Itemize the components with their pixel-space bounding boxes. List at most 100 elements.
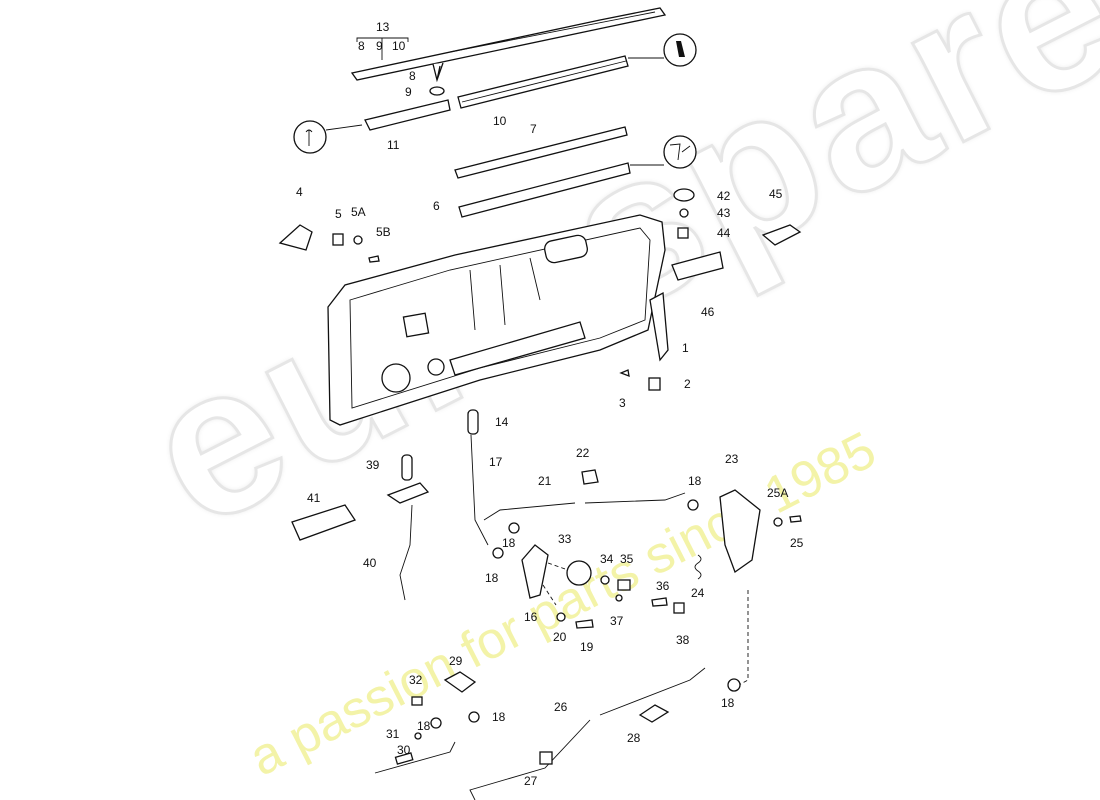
strip-11: [364, 99, 451, 131]
grease-icon: [663, 135, 697, 169]
label-10: 10: [493, 114, 507, 128]
label-46: 46: [701, 305, 715, 319]
window-strip-10: [457, 55, 629, 109]
label-8: 8: [358, 39, 365, 53]
label-33: 33: [558, 532, 572, 546]
label-18: 18: [417, 719, 431, 733]
lever-16: [521, 544, 549, 599]
cable-26: [469, 667, 706, 800]
washer-5a: [353, 235, 363, 245]
screw-3: [619, 369, 630, 378]
label-9: 9: [376, 39, 383, 53]
label-25a: 25A: [767, 486, 788, 500]
label-34: 34: [600, 552, 614, 566]
grommet-9: [429, 86, 445, 96]
label-11: 11: [387, 138, 400, 152]
label-7: 7: [530, 122, 537, 136]
label-9: 9: [405, 85, 412, 99]
label-24: 24: [691, 586, 705, 600]
label-20: 20: [553, 630, 567, 644]
spring-24: [694, 554, 702, 580]
label-21: 21: [538, 474, 552, 488]
label-39: 39: [366, 458, 380, 472]
label-22: 22: [576, 446, 590, 460]
label-37: 37: [610, 614, 624, 628]
nut-2: [648, 377, 661, 391]
bracket-29: [443, 671, 477, 693]
bushing-18: [468, 711, 480, 723]
label-36: 36: [656, 579, 670, 593]
label-35: 35: [620, 552, 634, 566]
label-4: 4: [296, 185, 303, 199]
part-labels: 13 8 9 10 8 9 10 11 7 6 4 5 5A 5B 42 43 …: [296, 20, 804, 788]
label-40: 40: [363, 556, 377, 570]
label-25: 25: [790, 536, 804, 550]
strip-7: [454, 126, 628, 179]
label-13: 13: [376, 20, 390, 34]
rod-40: [399, 504, 413, 601]
pin-43: [679, 208, 689, 218]
label-16: 16: [524, 610, 538, 624]
label-38: 38: [676, 633, 690, 647]
bracket-46: [671, 251, 724, 281]
screw-19: [575, 619, 594, 629]
label-30: 30: [397, 743, 411, 757]
glue-bottle-icon: [663, 33, 697, 67]
label-18: 18: [502, 536, 516, 550]
screw-31: [414, 732, 422, 740]
label-5a: 5A: [351, 205, 366, 219]
knob-39: [401, 454, 413, 481]
washer-34: [600, 575, 610, 585]
pulley-33: [566, 560, 592, 586]
bushing-18: [508, 522, 520, 534]
washer-25a: [773, 517, 783, 527]
label-27: 27: [524, 774, 538, 788]
clip-32: [411, 696, 423, 706]
label-32: 32: [409, 673, 423, 687]
bushing-18: [687, 499, 699, 511]
clip-27: [539, 751, 553, 765]
label-18: 18: [688, 474, 702, 488]
knob-14: [467, 409, 479, 435]
label-41: 41: [307, 491, 321, 505]
label-6: 6: [433, 199, 440, 213]
label-3: 3: [619, 396, 626, 410]
lock-23: [719, 489, 761, 574]
label-10: 10: [392, 39, 406, 53]
bushing-18: [727, 678, 741, 692]
label-5: 5: [335, 207, 342, 221]
bushing-18: [430, 717, 442, 729]
washer-20: [556, 612, 566, 622]
label-8: 8: [409, 69, 416, 83]
bracket-plate: [386, 482, 430, 504]
bushing-35: [617, 579, 631, 591]
label-19: 19: [580, 640, 594, 654]
clip-44: [677, 227, 689, 239]
label-26: 26: [554, 700, 568, 714]
bushing-18: [492, 547, 504, 559]
switch-41: [291, 504, 356, 541]
label-31: 31: [386, 727, 400, 741]
nut-5: [332, 233, 344, 246]
label-42: 42: [717, 189, 731, 203]
label-14: 14: [495, 415, 509, 429]
label-18: 18: [485, 571, 499, 585]
label-28: 28: [627, 731, 641, 745]
label-18: 18: [721, 696, 735, 710]
label-5b: 5B: [376, 225, 391, 239]
rod-17: [470, 434, 489, 546]
sealant-tube-icon: [293, 120, 327, 154]
bracket-1: [649, 291, 669, 362]
label-23: 23: [725, 452, 739, 466]
screw-36: [651, 597, 668, 607]
label-29: 29: [449, 654, 463, 668]
label-43: 43: [717, 206, 731, 220]
bracket-45: [761, 224, 802, 246]
rod-21: [483, 492, 686, 521]
plug-42: [673, 188, 695, 202]
clip-28: [638, 704, 670, 723]
clip-8: [432, 62, 444, 83]
screw-5b: [368, 255, 380, 263]
label-1: 1: [682, 341, 689, 355]
